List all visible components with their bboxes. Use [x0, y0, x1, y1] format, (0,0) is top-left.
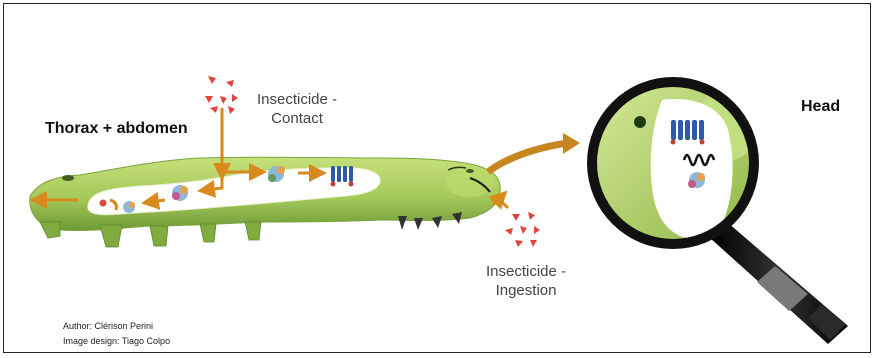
contact-line2: Contact: [257, 109, 337, 128]
zoom-arrow: [488, 143, 568, 172]
author-credit: Author: Clérison Perini: [63, 321, 153, 331]
magnifier-icon: [587, 77, 848, 344]
head-label: Head: [801, 98, 840, 116]
insecticide-ingestion-label: Insecticide - Ingestion: [486, 262, 566, 300]
insecticide-contact-label: Insecticide - Contact: [257, 90, 337, 128]
zoom-arrowhead: [563, 133, 580, 154]
thorax-abdomen-label: Thorax + abdomen: [45, 120, 188, 138]
design-credit: Image design: Tiago Colpo: [63, 336, 170, 346]
ingestion-line1: Insecticide -: [486, 262, 566, 281]
contact-line1: Insecticide -: [257, 90, 337, 109]
insecticide-particle-icon: [505, 212, 540, 247]
ingestion-line2: Ingestion: [486, 281, 566, 300]
